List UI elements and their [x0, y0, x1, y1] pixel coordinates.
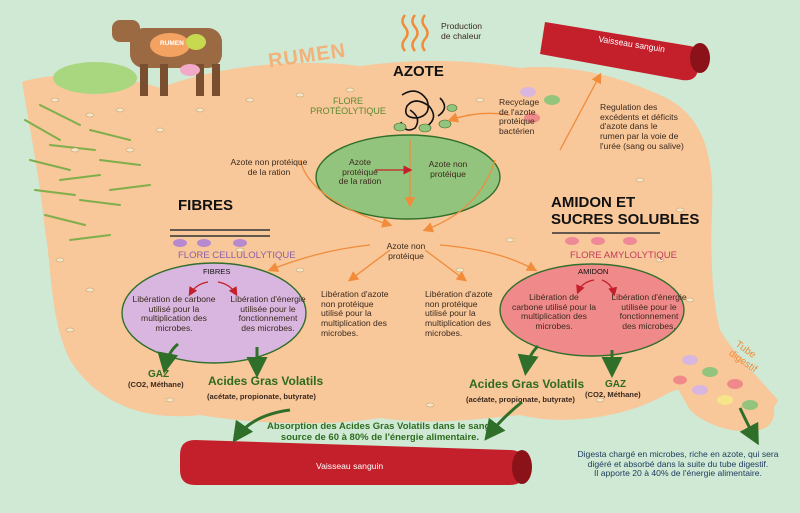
blood-vessel-top	[540, 22, 710, 81]
fibres-vfa-label: Acides Gras Volatils	[208, 374, 324, 388]
fibres-gas-detail: (CO2, Méthane)	[128, 380, 184, 389]
amidon-gas-label: GAZ	[605, 379, 627, 390]
vessel-bottom-label: Vaisseau sanguin	[316, 461, 384, 471]
absorption-text: Absorption des Acides Gras Volatils dans…	[267, 421, 493, 443]
fibre-chain	[170, 229, 270, 237]
cellulolytic-zone	[121, 262, 307, 364]
center-protein-text: Azote protéique de la ration	[338, 157, 382, 187]
amidon-gas-detail: (CO2, Méthane)	[585, 390, 641, 399]
recycle-bacteria	[520, 87, 560, 123]
fibres-heading: FIBRES	[178, 197, 234, 214]
regulation-text: Regulation des excédents et déficits d'a…	[600, 102, 684, 151]
amidon-vfa-detail: (acétate, propionate, butyrate)	[466, 395, 575, 404]
amidon-heading: AMIDON ET SUCRES SOLUBLES	[551, 194, 700, 229]
digestive-tube	[650, 336, 775, 432]
fibres-vfa-detail: (acétate, propionate, butyrate)	[207, 392, 316, 401]
cow-rumen-label: RUMEN	[160, 40, 184, 47]
bacteria-cellulo	[173, 239, 247, 247]
cellulolytic-flora-label: FLORE CELLULOLYTIQUE	[178, 250, 296, 261]
amylolytic-flora-label: FLORE AMYLOLYTIQUE	[570, 250, 677, 261]
fibres-energy-text: Libération d'énergie utilisée pour le fo…	[230, 294, 306, 333]
amidon-carbon-text: Libération de carbone utilisé pour la mu…	[511, 292, 597, 331]
fibres-carbon-text: Libération de carbone utilisé pour la mu…	[132, 294, 216, 333]
center-npn-text: Azote non protéique	[428, 159, 468, 179]
amidon-energy-text: Libération d'énergie utilisée pour le fo…	[611, 292, 687, 331]
azote-heading: AZOTE	[393, 63, 444, 80]
heat-waves	[401, 14, 429, 52]
amidon-inner-label: AMIDON	[578, 267, 609, 276]
outcome-arrows	[157, 342, 759, 446]
fibres-inner-label: FIBRES	[203, 267, 231, 276]
flow-arrows	[267, 72, 602, 282]
inner-arrows	[188, 165, 618, 297]
proteolytic-zone	[315, 134, 501, 220]
amylolytic-zone	[499, 263, 685, 357]
release-left-text: Libération d'azote non protéique utilisé…	[321, 289, 389, 338]
npn-center-bottom: Azote non protéique	[386, 241, 426, 261]
amidon-vfa-label: Acides Gras Volatils	[469, 377, 585, 391]
proteolytic-flora-label: FLORE PROTÉOLYTIQUE	[310, 96, 386, 117]
digesta-bacteria	[673, 355, 758, 410]
recycling-text: Recyclage de l'azote protéique bactérien	[499, 97, 540, 136]
digesta-text: Digesta chargé en microbes, riche en azo…	[577, 449, 779, 479]
npn-ration-text: Azote non protéique de la ration	[230, 157, 308, 177]
blood-vessel-bottom	[180, 440, 532, 485]
feed-particles	[24, 104, 151, 241]
fibres-gas-label: GAZ	[148, 369, 170, 380]
heat-label: Production de chaleur	[441, 21, 483, 41]
bacteria-amylo	[565, 237, 637, 245]
cow-illustration	[53, 20, 222, 96]
release-right-text: Libération d'azote non protéique utilisé…	[425, 289, 493, 338]
grain-particles	[50, 87, 695, 408]
